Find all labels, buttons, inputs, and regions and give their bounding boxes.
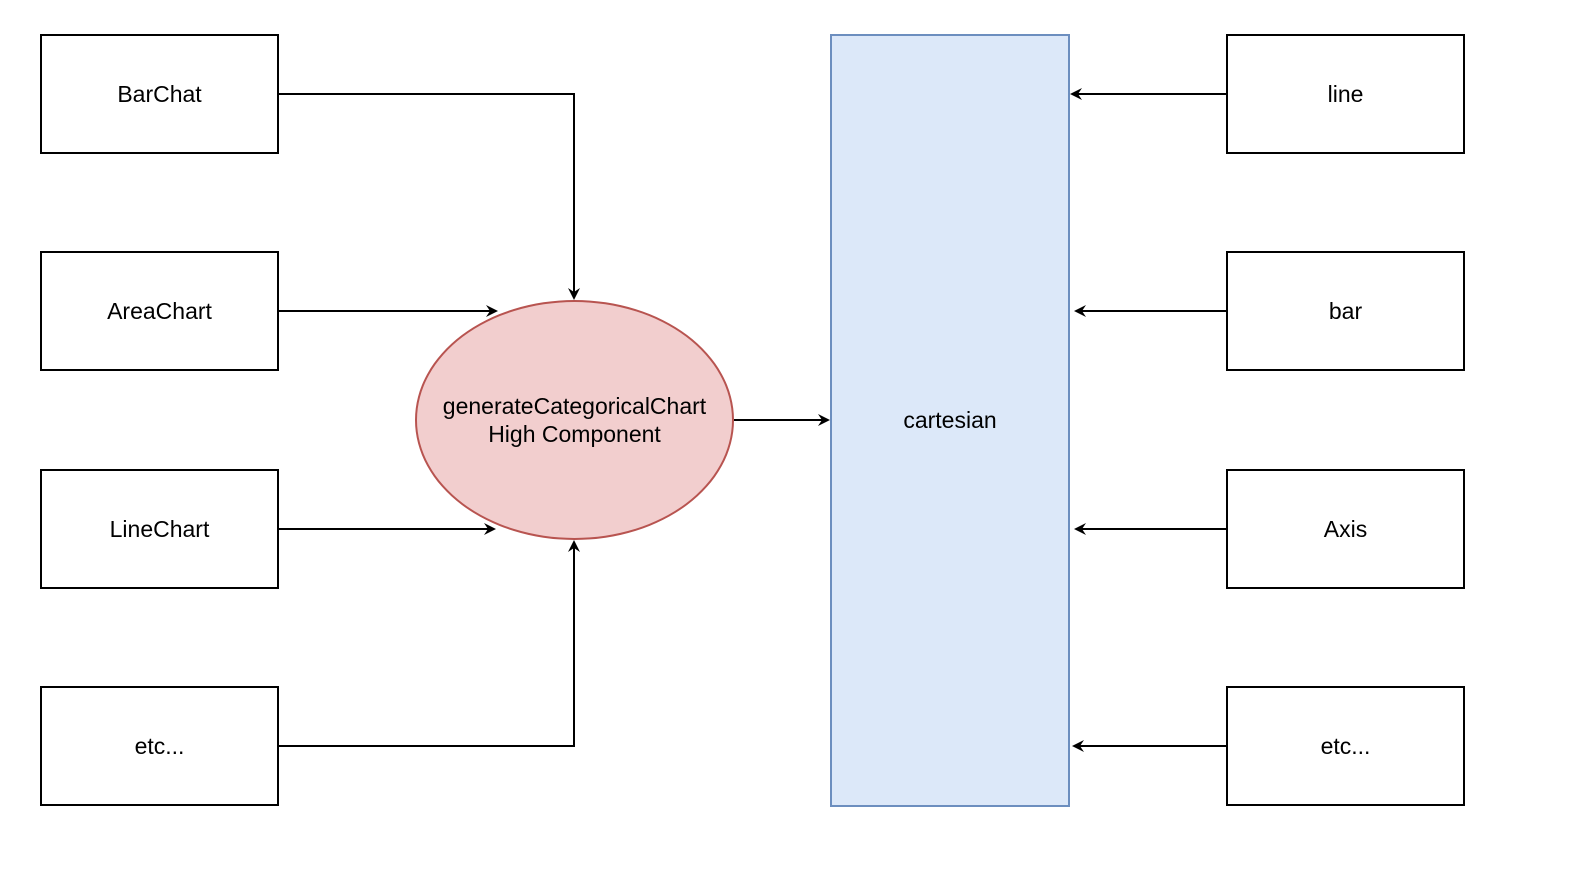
module-box-axis: Axis [1226, 469, 1465, 589]
source-label: etc... [134, 732, 185, 759]
source-label: BarChat [117, 80, 202, 107]
source-box-barchat: BarChat [40, 34, 279, 154]
module-label: etc... [1320, 732, 1371, 759]
hub-label-line2: High Component [488, 421, 661, 447]
module-box-bar: bar [1226, 251, 1465, 371]
hub-ellipse: generateCategoricalChart High Component [415, 300, 734, 540]
hub-label-line1: generateCategoricalChart [442, 393, 707, 419]
source-label: LineChart [109, 515, 210, 542]
connector-barchat-to-hub [279, 93, 580, 300]
module-box-line: line [1226, 34, 1465, 154]
module-label: line [1327, 80, 1364, 107]
target-label: cartesian [903, 407, 997, 433]
source-box-etc: etc... [40, 686, 279, 806]
target-container: cartesian [830, 34, 1070, 807]
module-label: bar [1328, 297, 1363, 324]
module-box-etc: etc... [1226, 686, 1465, 806]
source-label: AreaChart [107, 297, 212, 324]
module-label: Axis [1323, 515, 1368, 542]
source-box-areachart: AreaChart [40, 251, 279, 371]
connector-etc-to-hub [279, 540, 580, 747]
source-box-linechart: LineChart [40, 469, 279, 589]
